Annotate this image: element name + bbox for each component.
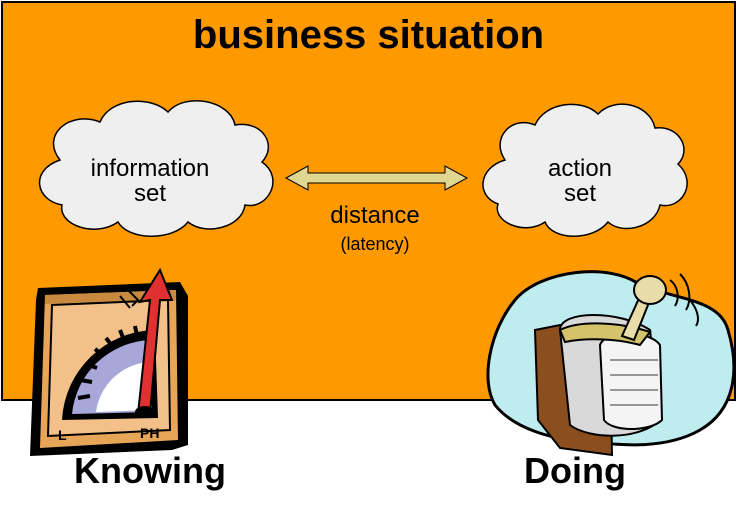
action-set-cloud xyxy=(482,103,688,237)
action-set-line1: action xyxy=(547,155,613,182)
doing-label: Doing xyxy=(524,450,626,491)
doing-machine-clipart xyxy=(486,270,736,457)
business-situation-title: business situation xyxy=(192,13,545,57)
information-set-label: information set xyxy=(40,155,260,208)
information-set-line2: set xyxy=(133,180,166,208)
latency-label: (latency) xyxy=(340,234,410,254)
information-set-cloud xyxy=(38,99,274,237)
information-set-line1: information xyxy=(90,155,210,182)
knowing-gauge-clipart: L PH xyxy=(30,267,188,456)
knowing-label: Knowing xyxy=(74,450,226,491)
gauge-left-marker: L xyxy=(58,427,67,443)
action-set-line2: set xyxy=(563,180,596,208)
distance-label: distance xyxy=(330,202,420,229)
distance-double-arrow xyxy=(284,165,469,191)
action-set-label: action set xyxy=(495,155,665,208)
gauge-right-marker: PH xyxy=(140,425,159,441)
